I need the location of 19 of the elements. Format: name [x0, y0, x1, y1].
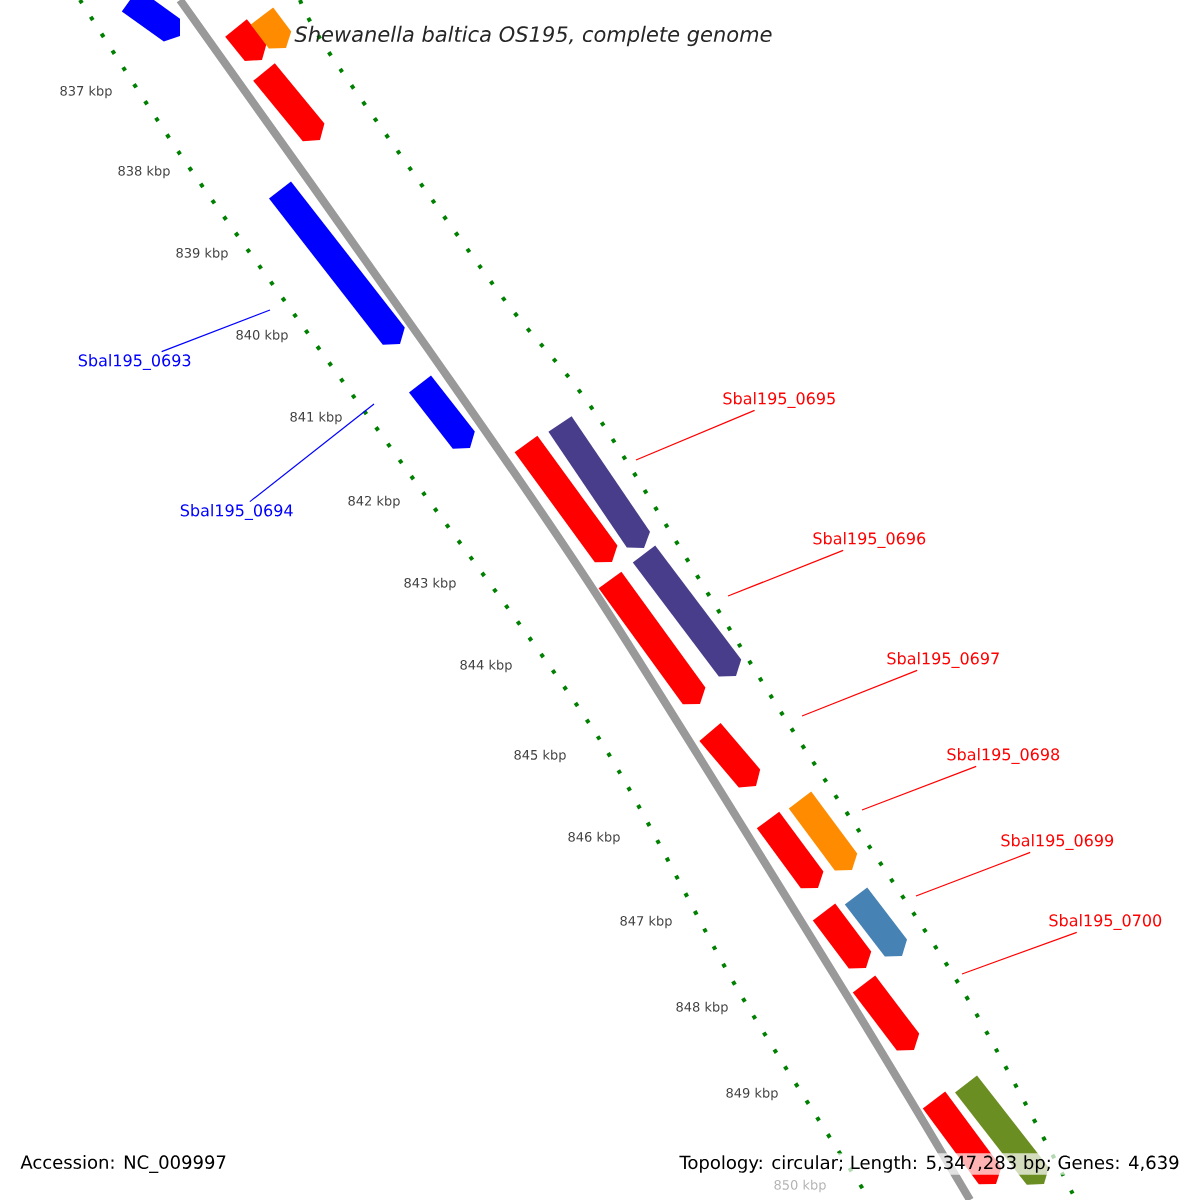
leader-line — [635, 409, 756, 461]
gene-label: Sbal195_0693 — [78, 354, 191, 370]
leader-line — [915, 851, 1031, 897]
accession-text: Accession: NC_009997 — [20, 1155, 226, 1173]
gene-label: Sbal195_0696 — [813, 532, 926, 548]
leader-line — [801, 669, 918, 717]
gene-label: Sbal195_0700 — [1049, 914, 1162, 930]
leader-line — [727, 549, 844, 597]
gene-label: Sbal195_0699 — [1001, 834, 1114, 850]
leader-line — [961, 931, 1078, 975]
genome-stats-text: Topology: circular; Length: 5,347,283 bp; Genes: 4,639 — [677, 1153, 1182, 1175]
leader-line — [249, 403, 375, 503]
leader-line — [161, 309, 271, 353]
leader-line — [861, 765, 977, 811]
gene-label: Sbal195_0695 — [723, 392, 835, 408]
gene-label: Sbal195_0694 — [180, 504, 293, 520]
gene-label: Sbal195_0697 — [887, 652, 999, 668]
gene-label: Sbal195_0698 — [947, 748, 1060, 764]
title: Shewanella baltica OS195, complete genome — [294, 25, 772, 47]
